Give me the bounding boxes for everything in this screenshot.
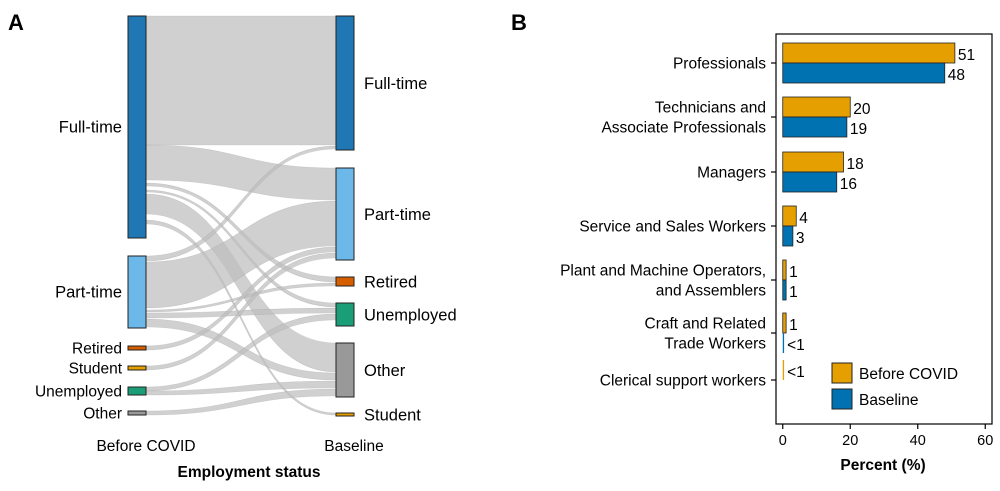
sankey-x-axis-title: Employment status xyxy=(178,464,321,481)
x-tick-label-0: 0 xyxy=(779,433,787,449)
flow-fulltime-to-fulltime xyxy=(145,15,337,146)
right-node-unemployed xyxy=(335,302,355,327)
panel-b-letter: B xyxy=(511,10,527,35)
sankey-right-axis-label: Baseline xyxy=(324,438,383,455)
value-label-baseline-3: 3 xyxy=(796,230,805,247)
value-label-baseline-0: 48 xyxy=(948,67,965,84)
bar-baseline-2 xyxy=(782,171,838,193)
bar-chart: 51 48 20 19 18 16 4 3 1 1 1 <1 <1 ProfessionalsTechn… xyxy=(560,33,993,449)
bar-before-covid-6 xyxy=(782,360,785,380)
right-node-label-student: Student xyxy=(364,407,421,425)
sankey-left-axis-label: Before COVID xyxy=(96,438,195,455)
left-node-unemployed xyxy=(127,386,147,396)
value-label-before-covid-5: 1 xyxy=(789,317,798,334)
legend-label-before-covid: Before COVID xyxy=(859,366,958,383)
left-node-other xyxy=(127,410,147,416)
left-node-label-student: Student xyxy=(69,361,123,378)
sankey-flows xyxy=(145,15,337,416)
value-label-before-covid-3: 4 xyxy=(799,210,808,227)
bar-before-covid-3 xyxy=(782,205,797,227)
bar-baseline-3 xyxy=(782,225,794,247)
left-node-retired xyxy=(127,345,147,351)
value-label-baseline-5: <1 xyxy=(787,337,805,354)
sankey-diagram: Full-timePart-timeRetiredStudentUnemploy… xyxy=(35,15,457,425)
legend: Before COVID Baseline xyxy=(831,362,958,410)
right-node-label-unemployed: Unemployed xyxy=(364,307,457,325)
legend-swatch-baseline xyxy=(831,388,853,410)
right-node-label-retired: Retired xyxy=(364,274,417,292)
left-node-student xyxy=(127,365,147,371)
bar-baseline-5 xyxy=(782,333,785,353)
value-label-before-covid-4: 1 xyxy=(789,264,798,281)
right-node-retired xyxy=(335,276,355,287)
bar-baseline-1 xyxy=(782,116,848,138)
right-node-label-other: Other xyxy=(364,362,406,380)
right-node-label-fulltime: Full-time xyxy=(364,75,427,93)
x-tick-label-40: 40 xyxy=(910,433,926,449)
bar-before-covid-2 xyxy=(782,151,844,173)
x-tick-label-20: 20 xyxy=(842,433,858,449)
left-node-label-other: Other xyxy=(83,406,122,423)
bar-before-covid-0 xyxy=(782,42,956,64)
value-label-before-covid-2: 18 xyxy=(847,156,864,173)
right-node-parttime xyxy=(335,167,355,261)
value-label-baseline-4: 1 xyxy=(789,284,798,301)
bar-before-covid-5 xyxy=(782,312,787,334)
right-node-student xyxy=(335,412,355,417)
plot-frame xyxy=(775,33,993,425)
sankey-node-labels: Full-timePart-timeRetiredStudentUnemploy… xyxy=(35,75,457,425)
bar-before-covid-1 xyxy=(782,96,851,118)
category-label-6: Clerical support workers xyxy=(600,373,766,390)
bar-baseline-4 xyxy=(782,279,787,301)
x-axis: 0 20 40 60 xyxy=(779,424,993,449)
value-label-before-covid-6: <1 xyxy=(787,364,805,381)
value-label-baseline-1: 19 xyxy=(850,121,867,138)
right-node-other xyxy=(335,342,355,398)
legend-label-baseline: Baseline xyxy=(859,392,918,409)
right-node-fulltime xyxy=(335,15,355,151)
category-label-2: Managers xyxy=(697,165,766,182)
value-label-before-covid-1: 20 xyxy=(853,101,871,118)
legend-swatch-before-covid xyxy=(831,362,853,384)
value-label-baseline-2: 16 xyxy=(840,176,857,193)
left-node-label-retired: Retired xyxy=(72,341,122,358)
category-label-0: Professionals xyxy=(673,56,766,73)
bars: 51 48 20 19 18 16 4 3 1 1 1 <1 <1 xyxy=(782,42,975,381)
bar-baseline-0 xyxy=(782,62,946,84)
x-axis-title: Percent (%) xyxy=(840,457,925,474)
panel-a-letter: A xyxy=(8,10,24,35)
left-node-label-fulltime: Full-time xyxy=(59,119,122,137)
left-node-fulltime xyxy=(127,15,147,239)
right-node-label-parttime: Part-time xyxy=(364,206,431,224)
bar-before-covid-4 xyxy=(782,259,787,281)
left-node-parttime xyxy=(127,255,147,329)
category-label-4: Plant and Machine Operators,and Assemble… xyxy=(560,263,766,300)
sankey-nodes xyxy=(127,15,355,417)
category-label-3: Service and Sales Workers xyxy=(579,219,766,236)
value-label-before-covid-0: 51 xyxy=(958,47,975,64)
x-tick-label-60: 60 xyxy=(977,433,993,449)
left-node-label-unemployed: Unemployed xyxy=(35,384,122,401)
left-node-label-parttime: Part-time xyxy=(55,284,122,302)
